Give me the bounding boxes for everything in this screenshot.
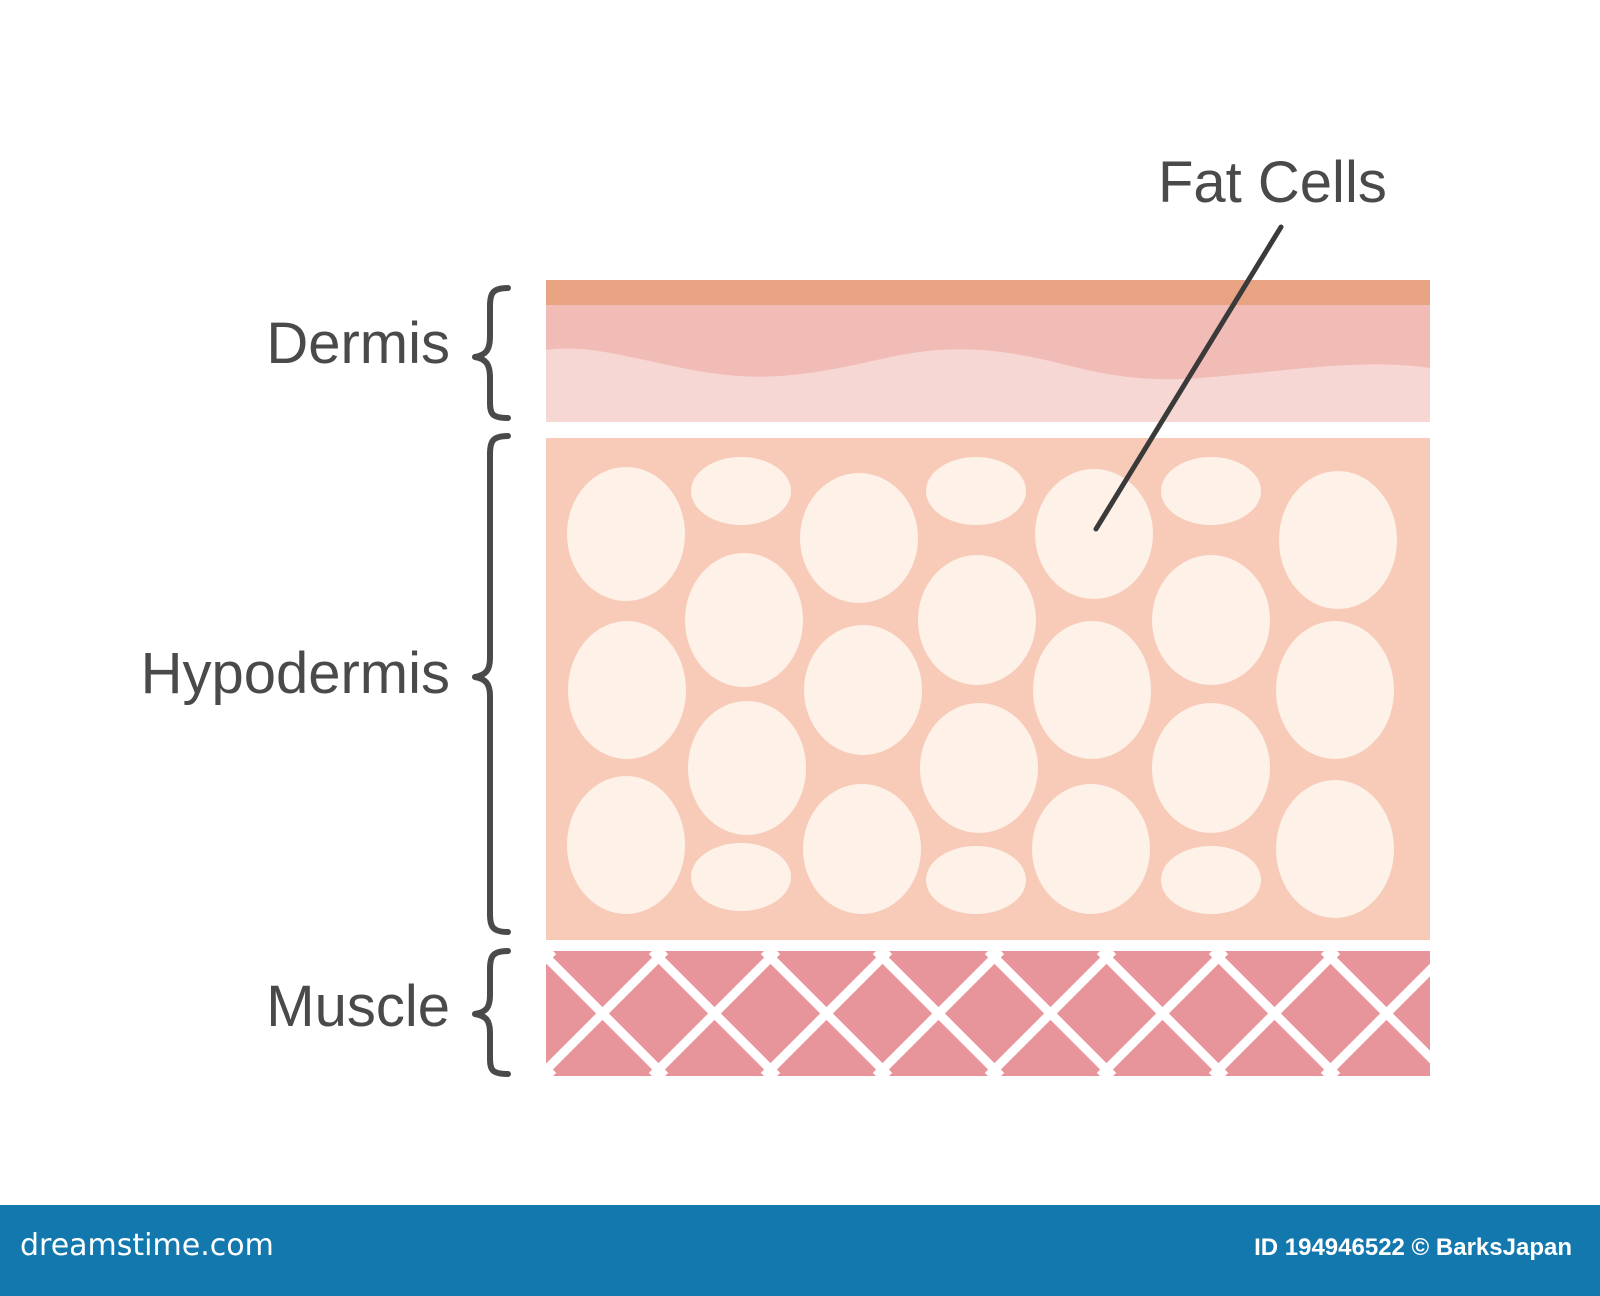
fat-cell — [926, 457, 1026, 525]
fat-cell — [803, 784, 921, 914]
fat-cell — [1152, 703, 1270, 833]
fat-cell — [567, 776, 685, 914]
fat-cell — [688, 701, 806, 835]
muscle-fiber-line — [1208, 951, 1341, 1076]
fat-cell — [1161, 457, 1261, 525]
fat-cell — [804, 625, 922, 755]
fat-cell — [568, 621, 686, 759]
fat-cell — [685, 553, 803, 687]
fat-cell — [1279, 471, 1397, 609]
muscle-fiber-line — [872, 951, 1005, 1076]
muscle-fiber-line — [1548, 951, 1600, 1076]
hypodermis-bracket — [472, 433, 511, 935]
muscle-fiber-line — [1320, 963, 1430, 1076]
footer-brand: dreamstime.com — [20, 1228, 274, 1263]
fat-cells-label: Fat Cells — [1158, 150, 1387, 215]
dermis-label: Dermis — [266, 311, 450, 376]
fat-cell — [1035, 469, 1153, 599]
fat-cell — [691, 843, 791, 911]
fat-cell — [1152, 555, 1270, 685]
fat-cell — [926, 846, 1026, 914]
fat-cell — [920, 703, 1038, 833]
dermis-bracket — [472, 285, 511, 421]
footer-bar: dreamstime.com ID 194946522 © BarksJapan — [0, 1205, 1600, 1296]
muscle-bracket — [472, 948, 511, 1077]
fat-cell — [1161, 846, 1261, 914]
hypodermis-label: Hypodermis — [140, 641, 450, 706]
muscle-fiber-line — [648, 951, 781, 1076]
muscle-fiber-line — [760, 951, 893, 1076]
dermis-lower-wave — [546, 348, 1430, 422]
muscle-fiber-line — [1096, 951, 1229, 1076]
muscle-label: Muscle — [266, 974, 450, 1039]
fat-cell — [1032, 784, 1150, 914]
muscle-fiber-line — [984, 951, 1117, 1076]
fat-cell — [1033, 621, 1151, 759]
fat-cells-group — [567, 457, 1397, 918]
dermis-layer — [546, 280, 1430, 422]
epidermis-strip — [546, 280, 1430, 305]
fat-cell — [691, 457, 791, 525]
fat-cell — [800, 473, 918, 603]
fat-cell — [1276, 780, 1394, 918]
fat-cell — [1276, 621, 1394, 759]
muscle-fiber-line — [1436, 951, 1561, 1076]
fat-cells-leader-line — [1093, 224, 1284, 532]
muscle-layer — [546, 951, 1600, 1076]
fat-cell — [567, 467, 685, 601]
muscle-fiber-line — [546, 951, 669, 1076]
footer-credit: ID 194946522 © BarksJapan — [1254, 1234, 1572, 1261]
muscle-fiber-line — [1436, 951, 1561, 1076]
muscle-fiber-line — [1548, 951, 1600, 1076]
fat-cell — [918, 555, 1036, 685]
